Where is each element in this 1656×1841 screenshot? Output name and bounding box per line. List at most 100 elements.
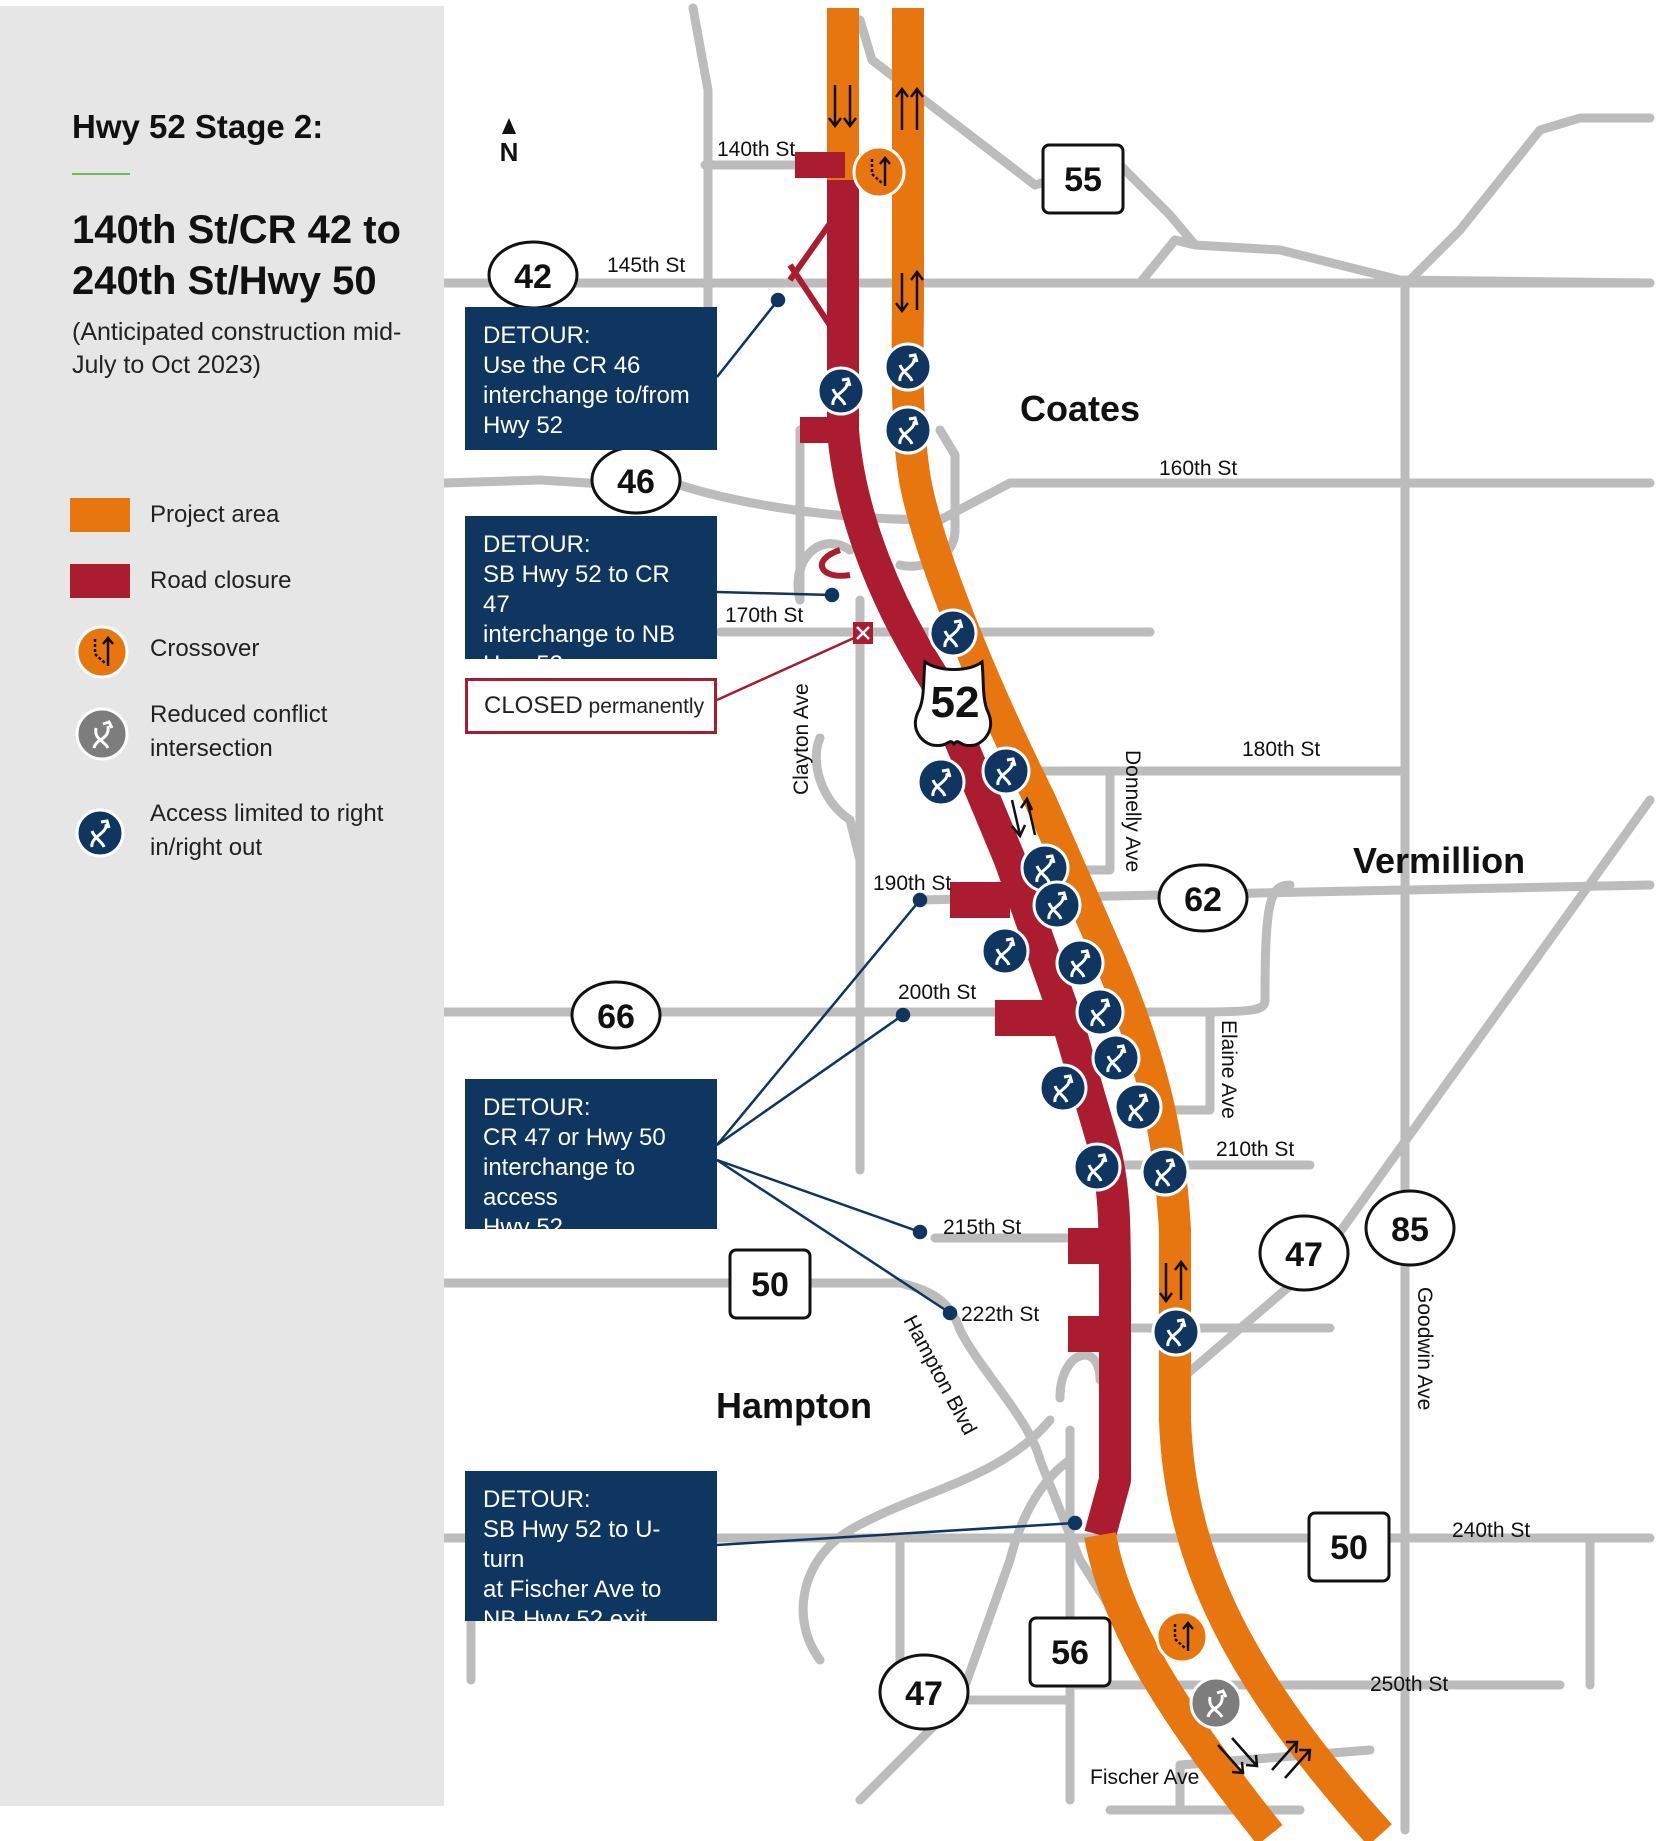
city-hampton: Hampton bbox=[716, 1385, 872, 1426]
label-140th-st: 140th St bbox=[717, 138, 795, 161]
svg-text:50: 50 bbox=[1330, 1529, 1368, 1567]
label-180th-st: 180th St bbox=[1242, 738, 1320, 761]
svg-text:52: 52 bbox=[931, 678, 980, 727]
legend-label: Road closure bbox=[150, 567, 292, 594]
label-222th-st: 222th St bbox=[961, 1303, 1039, 1326]
cr-62-shield: 62 bbox=[1157, 863, 1249, 933]
label-donnelly-ave: Donnelly Ave bbox=[1121, 750, 1144, 872]
crossover-icon bbox=[1155, 1610, 1209, 1664]
city-vermillion: Vermillion bbox=[1353, 840, 1525, 881]
right-in-right-out-icon bbox=[1091, 1033, 1141, 1083]
label-170th-st: 170th St bbox=[725, 604, 803, 627]
right-in-right-out-icon bbox=[1038, 1063, 1088, 1113]
label-145th-st: 145th St bbox=[607, 254, 685, 277]
svg-text:56: 56 bbox=[1051, 1634, 1089, 1672]
right-in-right-out-icon bbox=[981, 746, 1031, 796]
cr-66-shield: 66 bbox=[570, 980, 662, 1050]
reduced-conflict-icon bbox=[75, 707, 129, 761]
hwy-55-shield: 55 bbox=[1041, 143, 1125, 215]
cr-46-shield: 46 bbox=[590, 445, 682, 515]
right-in-right-out-icon bbox=[883, 342, 933, 392]
cr-47-south-shield: 47 bbox=[878, 1653, 970, 1731]
right-in-right-out-icon bbox=[1072, 1142, 1122, 1192]
right-in-right-out-icon bbox=[916, 757, 966, 807]
road-closure-swatch bbox=[70, 564, 130, 598]
callout-leaders bbox=[716, 292, 1083, 1547]
label-190th-st: 190th St bbox=[873, 872, 951, 895]
right-in-right-out-icon bbox=[1151, 1307, 1201, 1357]
right-in-right-out-icon bbox=[1075, 987, 1125, 1037]
legend-item-riro: Access limited to right in/right out bbox=[70, 797, 440, 871]
right-in-right-out-icon bbox=[928, 608, 978, 658]
svg-text:46: 46 bbox=[617, 463, 655, 501]
right-in-right-out-icon bbox=[1140, 1147, 1190, 1197]
label-250th-st: 250th St bbox=[1370, 1673, 1448, 1696]
right-in-right-out-icon bbox=[883, 405, 933, 455]
crossover-icon bbox=[852, 145, 906, 199]
label-200th-st: 200th St bbox=[898, 981, 976, 1004]
legend-label: Reduced conflict intersection bbox=[150, 701, 328, 762]
right-in-right-out-icon bbox=[1055, 938, 1105, 988]
crossover-icon bbox=[75, 625, 129, 679]
legend-item-crossover: Crossover bbox=[70, 620, 440, 690]
closed-permanently-callout: CLOSED permanently bbox=[465, 678, 717, 734]
legend-item-road-closure: Road closure bbox=[70, 564, 440, 634]
svg-text:47: 47 bbox=[1285, 1236, 1323, 1274]
right-in-right-out-icon bbox=[1113, 1082, 1163, 1132]
svg-text:62: 62 bbox=[1184, 881, 1222, 919]
north-label: N bbox=[500, 137, 519, 167]
svg-text:47: 47 bbox=[905, 1675, 943, 1713]
hwy-56-shield: 56 bbox=[1028, 1616, 1112, 1688]
legend-label: Project area bbox=[150, 501, 280, 528]
svg-text:55: 55 bbox=[1064, 161, 1102, 199]
cr-85-shield: 85 bbox=[1364, 1189, 1456, 1267]
page-title: Hwy 52 Stage 2: bbox=[72, 108, 324, 145]
legend-label: Access limited to right in/right out bbox=[150, 800, 384, 861]
legend-panel bbox=[0, 6, 444, 1806]
right-in-right-out-icon bbox=[980, 926, 1030, 976]
legend-item-reduced-conflict: Reduced conflict intersection bbox=[70, 698, 440, 772]
city-coates: Coates bbox=[1020, 388, 1140, 429]
svg-text:50: 50 bbox=[751, 1266, 789, 1304]
detour-callout-cr47: DETOUR: SB Hwy 52 to CR 47 interchange t… bbox=[465, 516, 717, 678]
svg-text:85: 85 bbox=[1391, 1211, 1429, 1249]
right-in-right-out-icon bbox=[816, 366, 866, 416]
legend-item-project-area: Project area bbox=[70, 498, 440, 568]
project-heading: 140th St/CR 42 to 240th St/Hwy 50 bbox=[72, 208, 401, 303]
label-160th-st: 160th St bbox=[1159, 457, 1237, 480]
label-hampton-blvd: Hampton Blvd bbox=[899, 1312, 981, 1439]
label-clayton-ave: Clayton Ave bbox=[790, 683, 813, 795]
direction-arrows bbox=[828, 85, 1312, 1779]
closed-x-marker bbox=[853, 622, 873, 644]
city-labels: Coates Vermillion Hampton bbox=[716, 388, 1525, 1426]
us-52-shield: 52 bbox=[913, 659, 993, 748]
hwy-50-east-shield: 50 bbox=[1307, 1511, 1391, 1583]
closed-suffix: permanently bbox=[582, 695, 705, 718]
reduced-conflict-icon bbox=[1189, 1676, 1243, 1730]
north-arrow: N bbox=[500, 118, 519, 167]
svg-text:66: 66 bbox=[597, 998, 635, 1036]
legend-label: Crossover bbox=[150, 635, 260, 662]
cr-42-shield: 42 bbox=[487, 240, 579, 310]
schedule-note: (Anticipated construction mid-July to Oc… bbox=[72, 318, 402, 379]
hwy-50-west-shield: 50 bbox=[728, 1248, 812, 1320]
closed-label: CLOSED bbox=[484, 692, 583, 719]
project-area-swatch bbox=[70, 498, 130, 532]
sb-project-area-south bbox=[1084, 1532, 1283, 1841]
detour-callout-fischer: DETOUR: SB Hwy 52 to U-turn at Fischer A… bbox=[465, 1471, 717, 1633]
route-shields: 52 42 46 66 62 47 85 47 bbox=[487, 143, 1456, 1731]
detour-callout-cr47-hwy50: DETOUR: CR 47 or Hwy 50 interchange to a… bbox=[465, 1079, 717, 1241]
label-fischer-ave: Fischer Ave bbox=[1090, 1766, 1199, 1789]
label-elaine-ave: Elaine Ave bbox=[1217, 1020, 1240, 1119]
label-215th-st: 215th St bbox=[943, 1216, 1021, 1239]
detour-callout-cr46: DETOUR: Use the CR 46 interchange to/fro… bbox=[465, 307, 717, 450]
label-goodwin-ave: Goodwin Ave bbox=[1413, 1287, 1436, 1410]
title-divider bbox=[72, 173, 130, 175]
right-in-right-out-icon bbox=[1032, 880, 1082, 930]
label-210th-st: 210th St bbox=[1216, 1138, 1294, 1161]
cr-47-north-shield: 47 bbox=[1258, 1214, 1350, 1292]
right-in-right-out-icon bbox=[75, 808, 125, 858]
label-240th-st: 240th St bbox=[1452, 1519, 1530, 1542]
svg-text:42: 42 bbox=[514, 258, 552, 296]
